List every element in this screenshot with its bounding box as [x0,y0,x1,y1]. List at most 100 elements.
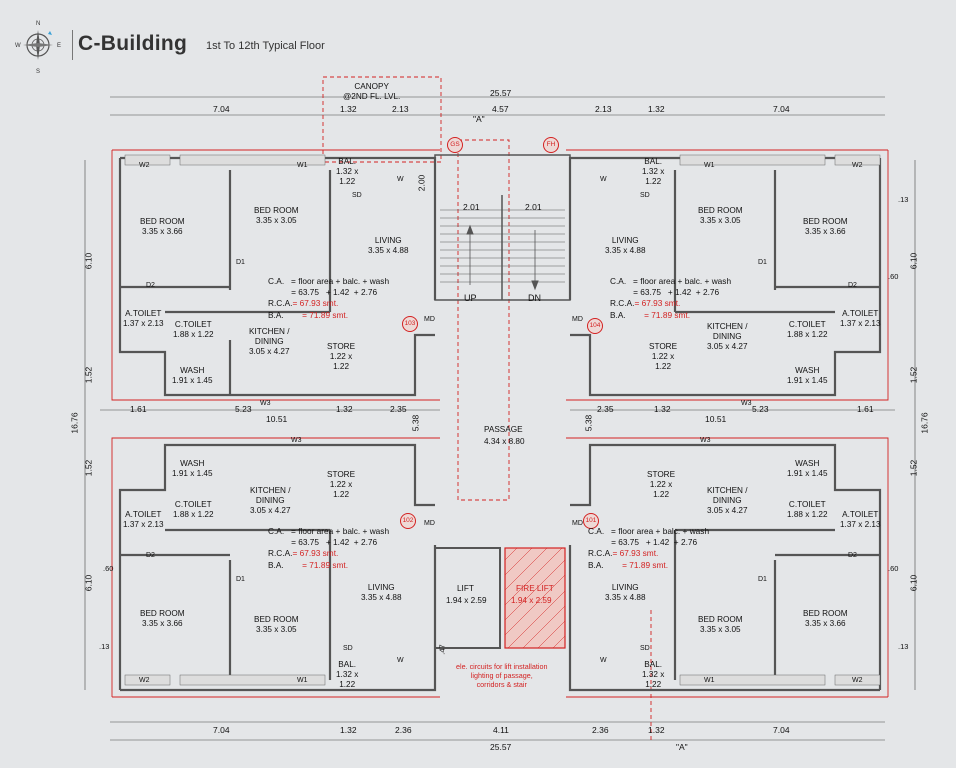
dim-top-704-right: 7.04 [773,104,790,114]
stair-core [434,154,571,301]
unit101-wash: WASH 1.91 x 1.45 [787,459,828,478]
unit103-bedroom2: BED ROOM 3.35 x 3.05 [254,206,299,225]
md-label-102: MD [424,520,435,527]
svg-text:S: S [36,69,40,74]
unit103-kitchen: KITCHEN / DINING 3.05 x 4.27 [249,327,290,356]
sd-label-102: SD [343,645,353,652]
unit104-badge: 104 [587,318,603,334]
w2-label-bl: W2 [139,677,150,684]
sd-label-103: SD [352,192,362,199]
stair-width-right: 2.01 [525,202,542,212]
svg-text:E: E [57,43,61,49]
svg-text:W: W [15,43,21,49]
w-label-bl: W [397,657,404,664]
dim-bot-total: 25.57 [490,742,512,752]
md-label-104: MD [572,316,583,323]
dim-bot-132-left: 1.32 [340,725,357,735]
d2-label-br: D2 [848,552,857,559]
unit103-badge: 103 [402,316,418,332]
w-label-br: W [600,657,607,664]
w-label-tr: W [600,176,607,183]
dim-mid-538-left: 5.38 [410,414,421,432]
compass-icon: N S W E [15,21,61,74]
sd-label-101: SD [640,645,650,652]
unit102-bedroom1: BED ROOM 3.35 x 3.66 [140,609,185,628]
unit104-bedroom2: BED ROOM 3.35 x 3.05 [698,206,743,225]
w3-label-br: W3 [700,437,711,444]
page-subtitle: 1st To 12th Typical Floor [206,40,325,52]
unit103-bedroom1: BED ROOM 3.35 x 3.66 [140,217,185,236]
unit101-store: STORE 1.22 x 1.22 [647,470,676,499]
dim-bot-236-left: 2.36 [395,725,412,735]
fh-badge: FH [543,137,559,153]
w-label-tl: W [397,176,404,183]
d1-label-br: D1 [758,576,767,583]
unit102-badge: 102 [400,513,416,529]
unit104-living: LIVING 3.35 x 4.88 [605,236,646,255]
dim-top-total: 25.57 [490,88,512,98]
dim-top-213-left: 2.13 [392,104,409,114]
passage-name: PASSAGE [484,425,523,434]
dim-mid-523-right: 5.23 [752,404,769,414]
w2-label-br: W2 [852,677,863,684]
dim-left-610-top: 6.10 [83,252,94,270]
unit103-store: STORE 1.22 x 1.22 [327,342,356,371]
unit101-bedroom1: BED ROOM 3.35 x 3.66 [803,609,848,628]
dim-mid-523-left: 5.23 [235,404,252,414]
unit104-balcony: BAL. 1.32 x 1.22 [642,157,665,186]
dim-top-704-left: 7.04 [213,104,230,114]
dim-mid-132-left: 1.32 [336,404,353,414]
section-mark-top: "A" [473,114,485,124]
d2-label-tl: D2 [146,282,155,289]
unit103-atoilet: A.TOILET 1.37 x 2.13 [123,309,164,328]
unit104-area-block: C.A. = floor area + balc. + wash = 63.75… [610,276,732,320]
dim-right-610-top: 6.10 [908,252,919,270]
dim-mid-161-left: 1.61 [130,404,147,414]
w1-label-br: W1 [704,677,715,684]
fire-lift-size: 1.94 x 2.59 [511,596,552,605]
dim-13-bl: .13 [99,642,110,651]
unit102-balcony: BAL. 1.32 x 1.22 [336,660,359,689]
unit103-ctoilet: C.TOILET 1.88 x 1.22 [173,320,214,339]
unit101-bedroom2: BED ROOM 3.35 x 3.05 [698,615,743,634]
dim-bot-704-right: 7.04 [773,725,790,735]
dim-left-152-a: 1.52 [83,366,94,384]
dim-47: .47 [437,644,447,655]
w2-label-tr: W2 [852,162,863,169]
md-label-101: MD [572,520,583,527]
dimension-lines [84,96,916,741]
d2-label-bl: D2 [146,552,155,559]
sd-label-104: SD [640,192,650,199]
stair-height: 2.00 [416,174,427,192]
header-separator [72,30,73,60]
stair-up-label: UP [464,293,477,303]
unit101-ctoilet: C.TOILET 1.88 x 1.22 [787,500,828,519]
section-mark-bottom: "A" [676,742,688,752]
dim-13-tr: .13 [898,195,909,204]
unit104-kitchen: KITCHEN / DINING 3.05 x 4.27 [707,322,748,351]
dim-60-bl: .60 [103,564,114,573]
stair-width-left: 2.01 [463,202,480,212]
dim-60-tr: .60 [888,272,899,281]
unit104-wash: WASH 1.91 x 1.45 [787,366,828,385]
lift-shaft [434,547,501,649]
unit101-balcony: BAL. 1.32 x 1.22 [642,660,665,689]
w3-label-tr: W3 [741,400,752,407]
page-title: C-Building [78,32,188,55]
dim-top-213-right: 2.13 [595,104,612,114]
dim-right-152-a: 1.52 [908,366,919,384]
dim-right-152-b: 1.52 [908,459,919,477]
dim-mid-161-right: 1.61 [857,404,874,414]
unit101-living: LIVING 3.35 x 4.88 [605,583,646,602]
unit104-ctoilet: C.TOILET 1.88 x 1.22 [787,320,828,339]
dim-top-132-right: 1.32 [648,104,665,114]
dim-mid-1051-left: 10.51 [266,414,288,424]
dim-left-152-b: 1.52 [83,459,94,477]
unit102-atoilet: A.TOILET 1.37 x 2.13 [123,510,164,529]
d1-label-bl: D1 [236,576,245,583]
unit104-store: STORE 1.22 x 1.22 [649,342,678,371]
dim-bot-411: 4.11 [493,725,509,735]
dim-bot-132-right: 1.32 [648,725,665,735]
unit102-bedroom2: BED ROOM 3.35 x 3.05 [254,615,299,634]
unit102-ctoilet: C.TOILET 1.88 x 1.22 [173,500,214,519]
